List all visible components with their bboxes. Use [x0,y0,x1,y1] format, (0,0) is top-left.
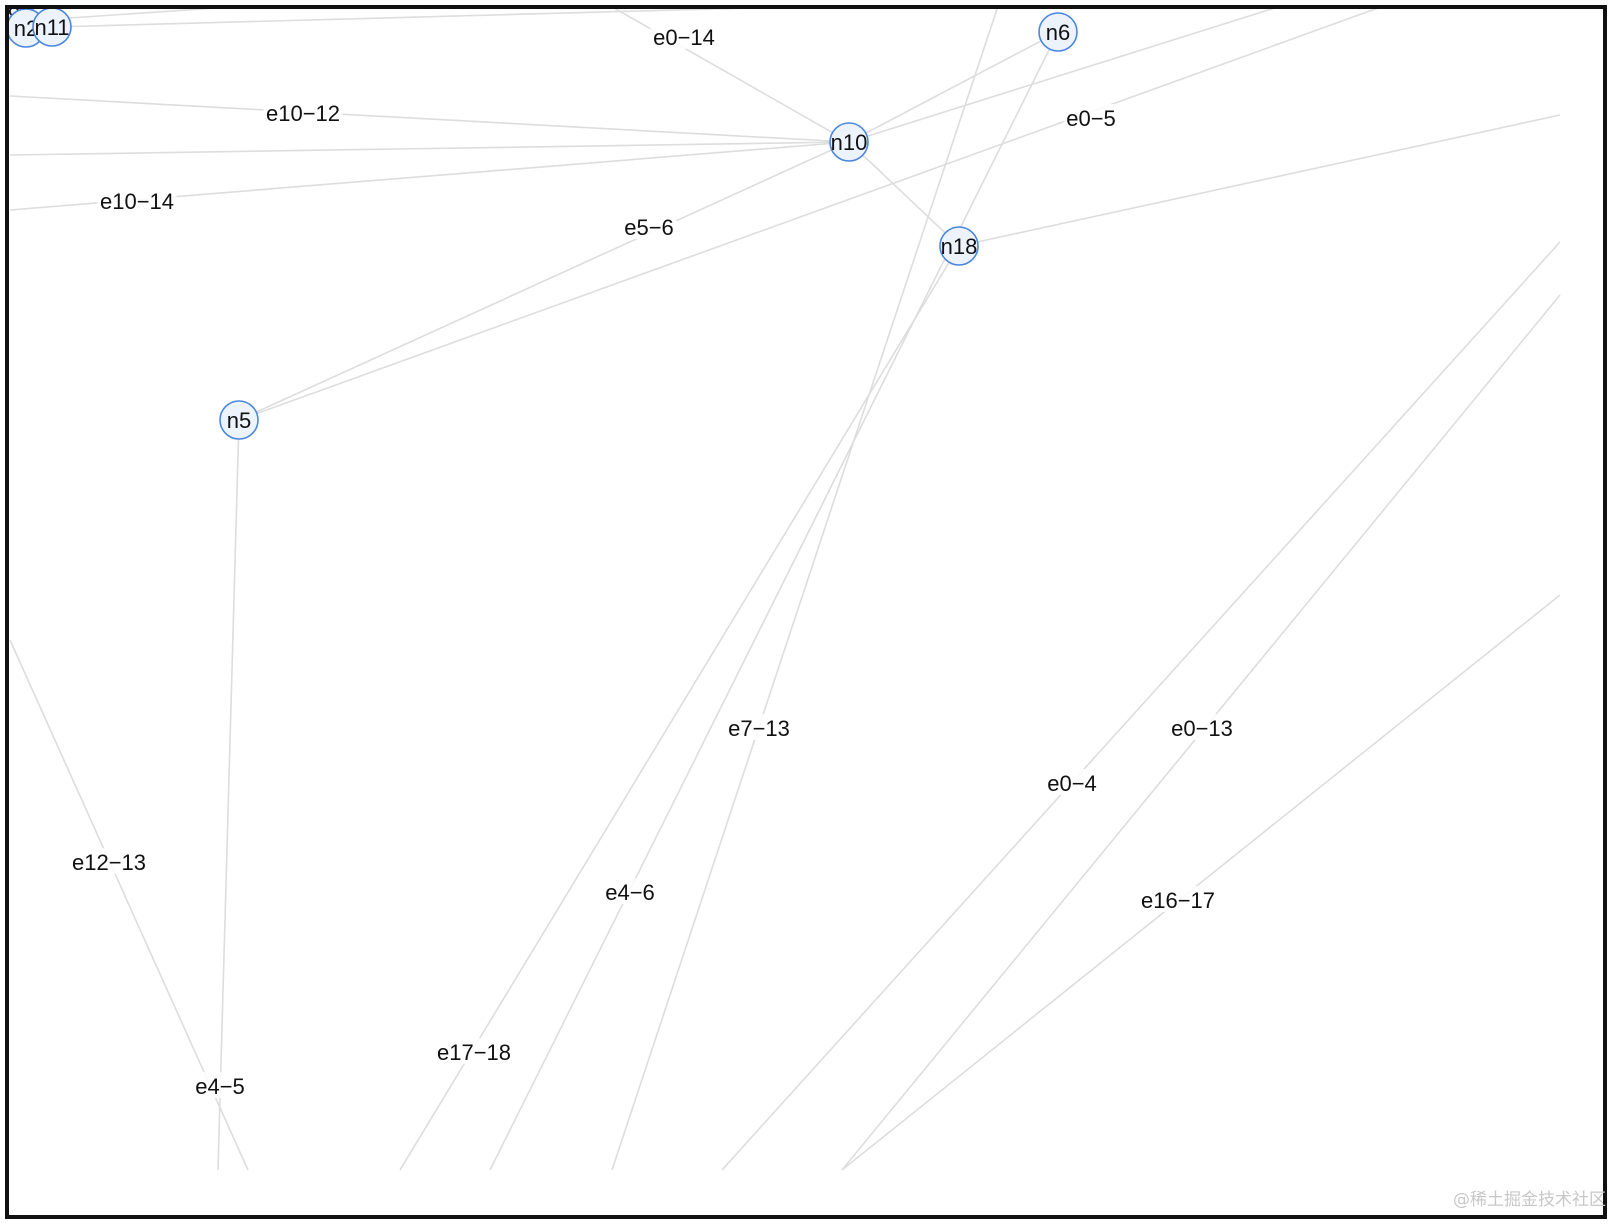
edge-label: e12−13 [72,850,146,875]
node-circle[interactable] [32,9,72,47]
edge-label-bg [725,714,793,740]
edge-line[interactable] [238,9,1400,421]
edge-label: e7−13 [728,716,790,741]
edge-label: e0−14 [653,25,715,50]
graph-svg[interactable]: e0−14 e10−12 e10−14 e0−5 e5−6 e7−13 e0−13 e0−4 e… [9,9,1603,1215]
edge-line[interactable] [721,241,1561,1171]
edge-line[interactable] [848,141,960,247]
node-label: n5 [227,408,251,433]
edge-line[interactable] [238,141,850,421]
edge-label-bg [1168,714,1236,740]
edge-label: e10−12 [266,101,340,126]
edge-label-bg [69,848,149,874]
edge-line[interactable] [217,419,240,1171]
node-label: n6 [1046,20,1070,45]
edge-label-bg [1063,104,1119,130]
edge-label-bg [1138,886,1218,912]
edge-line[interactable] [9,141,850,156]
edge-label-bg [1044,769,1100,795]
edge-label: e10−14 [100,189,174,214]
edge-line[interactable] [9,95,850,143]
edge-label-bg [434,1038,514,1064]
edges-layer [9,9,1561,1171]
edge-label: e17−18 [437,1040,511,1065]
nodes-layer: 8n2n11n6n10n18n5 [9,9,1078,440]
edge-line[interactable] [611,9,1000,1171]
node-label: n18 [941,234,978,259]
node-label: n10 [831,130,868,155]
edge-label-bg [97,187,177,213]
edge-line[interactable] [841,594,1561,1171]
graph-node[interactable]: n11 [32,9,72,47]
edge-line[interactable] [489,31,1059,1171]
node-circle[interactable] [219,400,259,440]
graph-node[interactable]: n5 [219,400,259,440]
edge-label: e4−5 [195,1074,245,1099]
edge-label-bg [621,213,677,239]
edge-label: e0−13 [1171,716,1233,741]
edge-label-bg [192,1072,248,1098]
edge-label-bg [602,878,658,904]
edge-label: e4−6 [605,880,655,905]
edge-line[interactable] [848,9,1300,143]
edge-label: e0−5 [1066,106,1116,131]
node-circle[interactable] [1038,12,1078,52]
node-circle[interactable] [939,226,979,266]
edge-line[interactable] [958,114,1561,247]
edge-label: e16−17 [1141,888,1215,913]
edge-line[interactable] [39,9,260,21]
node-circle[interactable] [829,122,869,162]
graph-canvas[interactable]: e0−14 e10−12 e10−14 e0−5 e5−6 e7−13 e0−13 e0−4 e… [5,5,1607,1219]
graph-node[interactable]: n10 [829,122,869,162]
edge-label-bg [650,23,718,49]
node-label: n11 [34,15,69,40]
graph-node[interactable]: n6 [1038,12,1078,52]
edge-line[interactable] [600,9,850,143]
edge-line[interactable] [848,31,1059,143]
graph-node[interactable]: n18 [939,226,979,266]
edge-label: e5−6 [624,215,674,240]
edge-labels-layer: e0−14 e10−12 e10−14 e0−5 e5−6 e7−13 e0−13 e0−4 e… [69,23,1236,1099]
edge-line[interactable] [399,245,960,1171]
edge-line[interactable] [51,9,860,28]
edge-label: e0−4 [1047,771,1097,796]
edge-label-bg [263,99,343,125]
watermark: @稀土掘金技术社区 [1453,1190,1606,1210]
